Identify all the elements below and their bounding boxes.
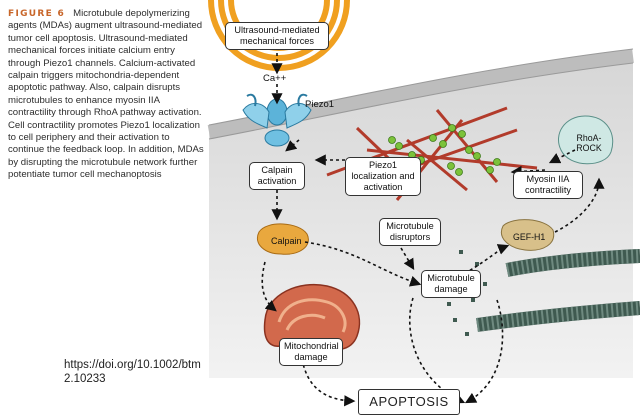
- piezo1-label: Piezo1: [305, 99, 335, 110]
- mitochondrial-damage-label: Mitochondrial damage: [279, 338, 343, 366]
- doi-link[interactable]: https://doi.org/10.1002/btm2.10233: [64, 359, 201, 385]
- piezo1-localization-label: Piezo1 localization and activation: [345, 157, 421, 196]
- ultrasound-label: Ultrasound-mediated mechanical forces: [225, 22, 329, 50]
- gef-h1-label: GEF-H1: [513, 232, 546, 242]
- rhoa-rock-icon: [558, 115, 614, 165]
- rhoa-rock-label: RhoA-ROCK: [576, 133, 602, 153]
- apoptosis-label: APOPTOSIS: [358, 389, 460, 415]
- calpain-label: Calpain: [271, 236, 302, 246]
- calpain-icon: [257, 223, 309, 255]
- microtubule-damage-label: Microtubule damage: [421, 270, 481, 298]
- figure-label: FIGURE 6: [8, 9, 66, 19]
- microtubule-icon: [447, 249, 640, 336]
- calpain-activation-label: Calpain activation: [249, 162, 305, 190]
- mechanism-diagram: Ultrasound-mediated mechanical forces Ca…: [207, 0, 640, 418]
- diagram-graphics: [207, 0, 640, 407]
- gef-h1-icon: [501, 219, 555, 251]
- mitochondria-icon: [263, 283, 361, 351]
- myosin-motors-icon: [388, 124, 501, 185]
- piezo1-channel-icon: [242, 93, 312, 147]
- caption-text: Microtubule depolymerizing agents (MDAs)…: [8, 8, 204, 181]
- calcium-label: Ca++: [263, 73, 287, 84]
- microtubule-disruptors-label: Microtubule disruptors: [379, 218, 441, 246]
- myosin-contractility-label: Myosin IIA contractility: [513, 171, 583, 199]
